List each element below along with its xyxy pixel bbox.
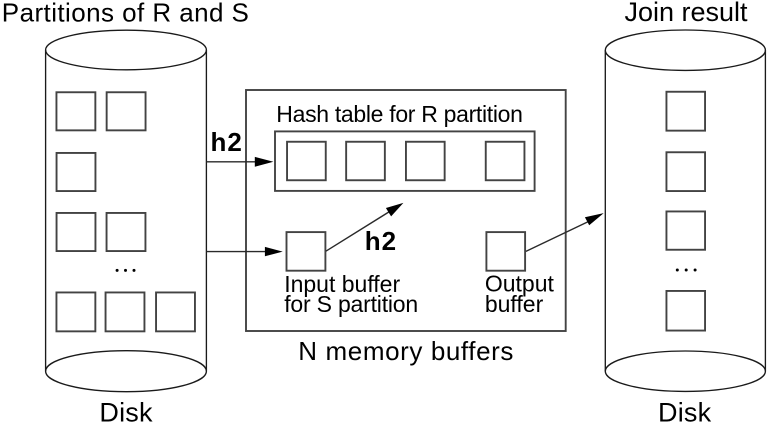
svg-text:N memory buffers: N memory buffers (298, 336, 514, 366)
svg-text:Hash table for R partition: Hash table for R partition (276, 101, 522, 127)
svg-text:Disk: Disk (99, 397, 153, 424)
svg-text:Input buffer: Input buffer (284, 271, 400, 297)
svg-text:Partitions of R and S: Partitions of R and S (2, 0, 250, 27)
svg-text:h2: h2 (211, 127, 243, 157)
svg-text:buffer: buffer (485, 291, 544, 317)
svg-text:Join result: Join result (625, 0, 749, 27)
svg-text:h2: h2 (365, 226, 397, 256)
svg-text:for S partition: for S partition (284, 291, 418, 317)
svg-text:Output: Output (485, 271, 555, 297)
svg-text:Disk: Disk (658, 397, 712, 424)
